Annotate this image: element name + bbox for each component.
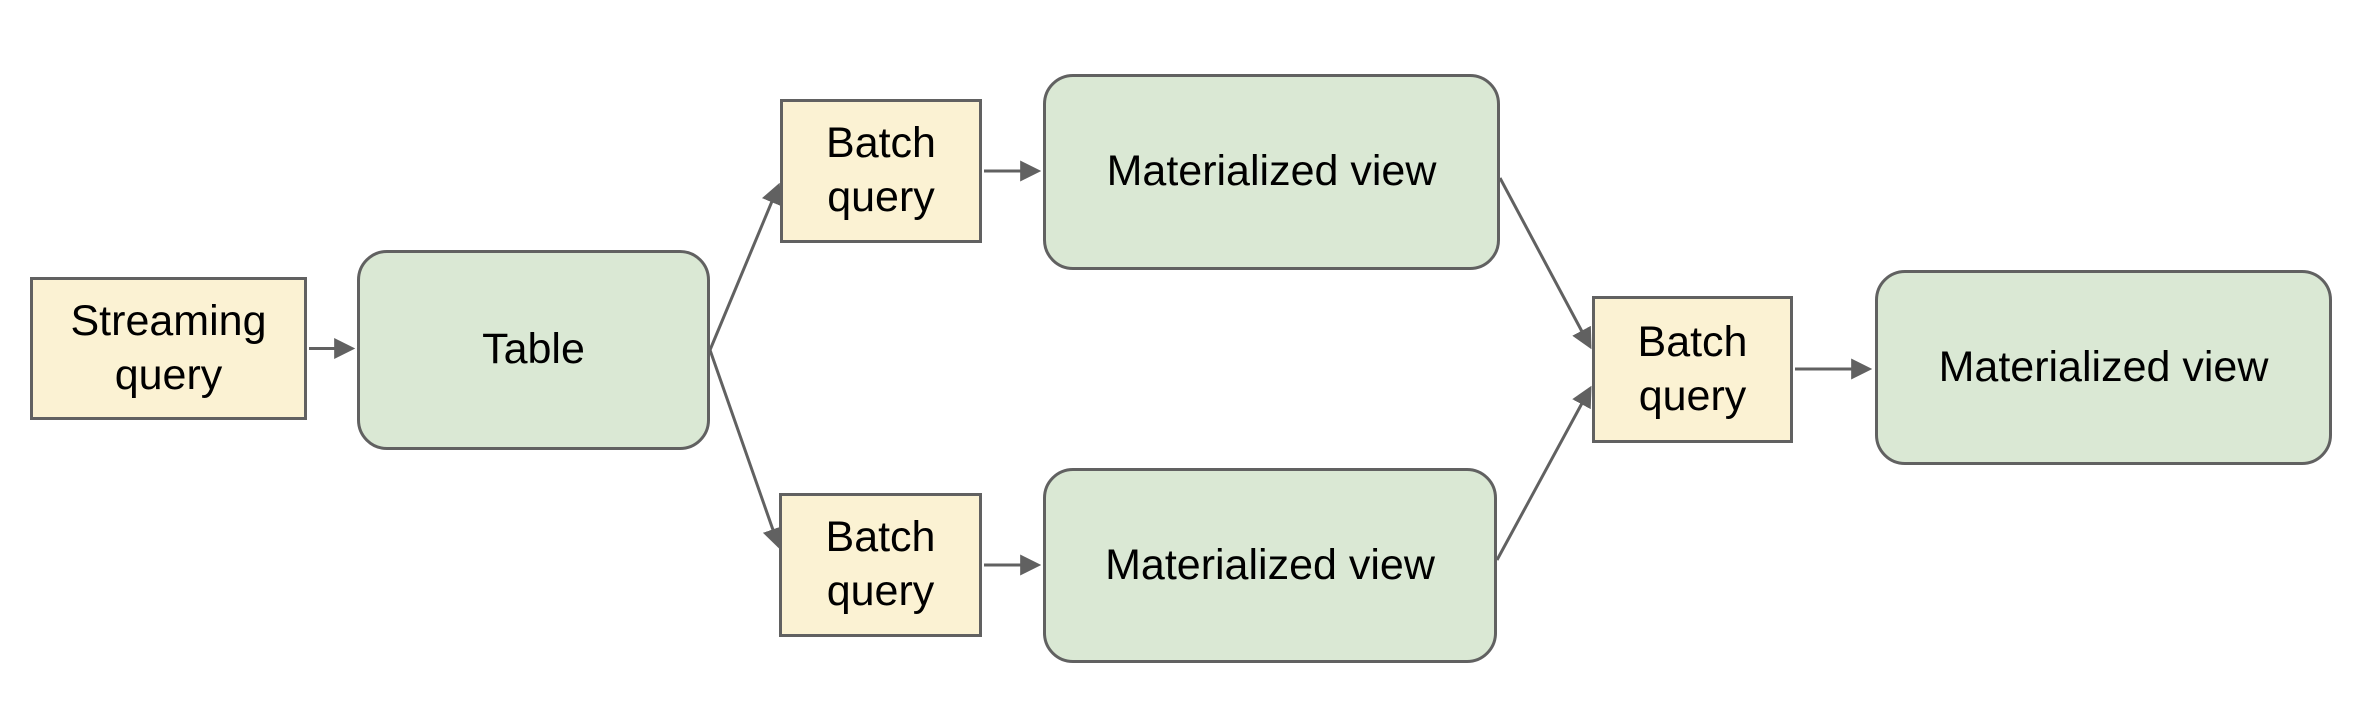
node-materialized-view-top: Materialized view xyxy=(1043,74,1500,270)
node-materialized-view-bottom: Materialized view xyxy=(1043,468,1497,663)
edge-table-to-batch-query-bottom xyxy=(708,349,783,550)
node-batch-query-top: Batch query xyxy=(780,99,982,243)
node-table: Table xyxy=(357,250,710,450)
node-streaming-query: Streaming query xyxy=(30,277,307,420)
node-materialized-view-final: Materialized view xyxy=(1875,270,2332,465)
edge-materialized-view-bottom-to-batch-query-join xyxy=(1495,385,1592,561)
edge-materialized-view-top-to-batch-query-join xyxy=(1498,177,1592,350)
edge-table-to-batch-query-top xyxy=(708,182,782,351)
node-batch-query-join: Batch query xyxy=(1592,296,1793,443)
node-batch-query-bottom: Batch query xyxy=(779,493,982,637)
